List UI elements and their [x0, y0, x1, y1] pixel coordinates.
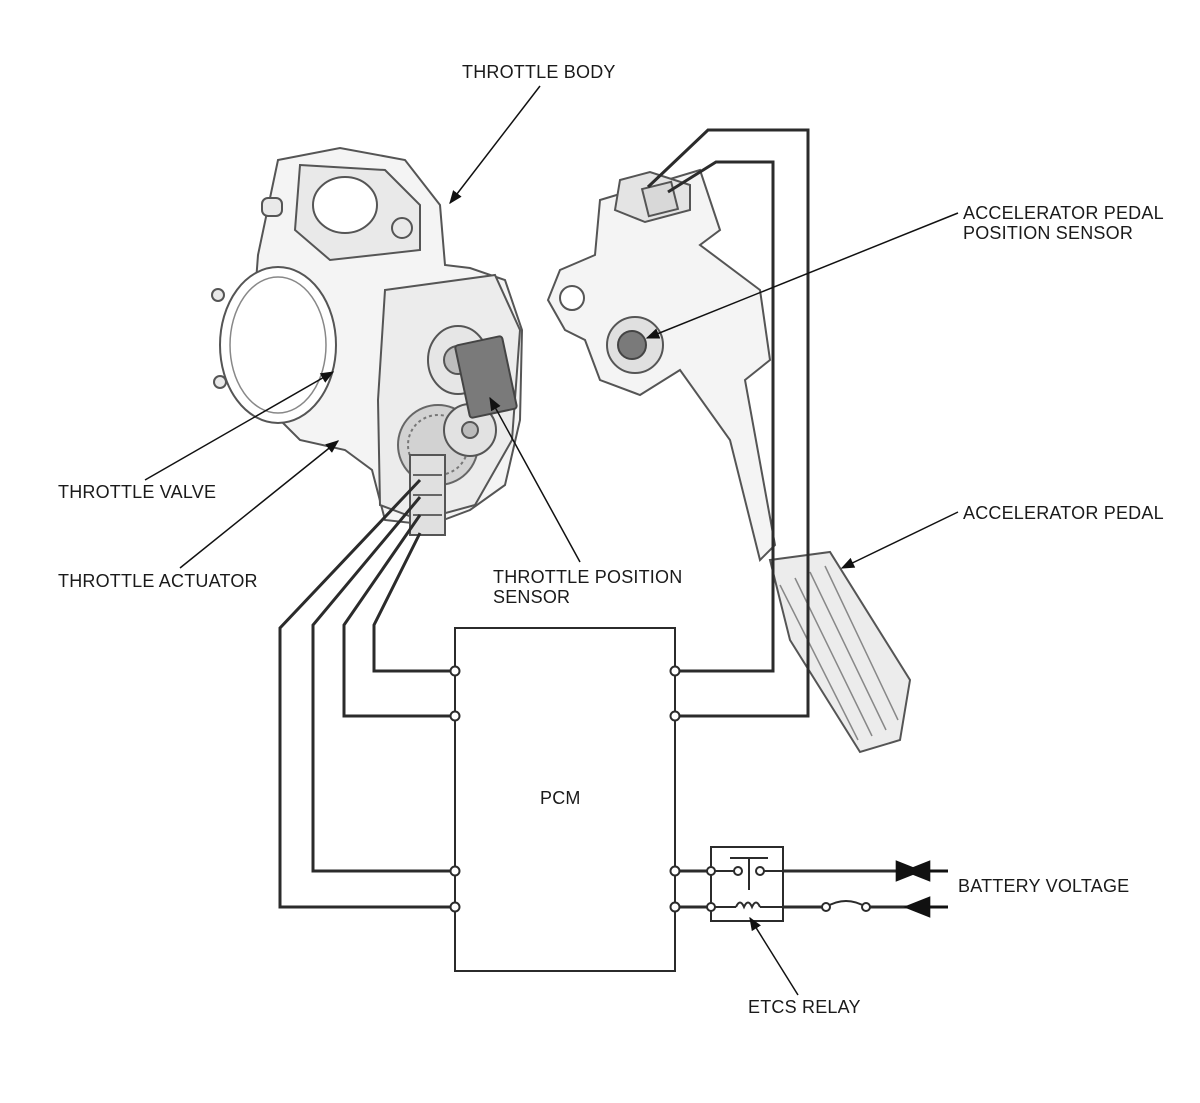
pcm-terminals — [449, 665, 681, 913]
fuse — [821, 902, 871, 912]
pcm-box — [454, 627, 676, 972]
label-etcs-relay: ETCS RELAY — [748, 997, 861, 1017]
leader-tp-sensor — [489, 396, 581, 563]
leader-accelerator-pedal — [840, 511, 959, 569]
etcs-relay-symbol — [706, 846, 784, 922]
label-accelerator-pedal: ACCELERATOR PEDAL — [963, 503, 1164, 523]
label-throttle-actuator: THROTTLE ACTUATOR — [58, 571, 258, 591]
label-app-sensor: ACCELERATOR PEDAL POSITION SENSOR — [963, 203, 1164, 243]
leader-throttle-body — [449, 85, 541, 205]
label-tp-sensor: THROTTLE POSITION SENSOR — [493, 567, 683, 607]
label-throttle-body: THROTTLE BODY — [462, 62, 616, 82]
label-battery-voltage: BATTERY VOLTAGE — [958, 876, 1130, 896]
leader-throttle-valve — [144, 371, 335, 481]
label-pcm: PCM — [540, 788, 581, 808]
leader-app-sensor — [645, 212, 959, 339]
leader-throttle-actuator — [179, 440, 340, 569]
battery-arrows — [903, 860, 948, 918]
label-throttle-valve: THROTTLE VALVE — [58, 482, 217, 502]
accelerator-pedal-illustration — [546, 168, 912, 754]
leader-lines — [144, 85, 959, 996]
throttle-body-illustration — [211, 146, 524, 536]
leader-etcs-relay — [749, 916, 799, 996]
